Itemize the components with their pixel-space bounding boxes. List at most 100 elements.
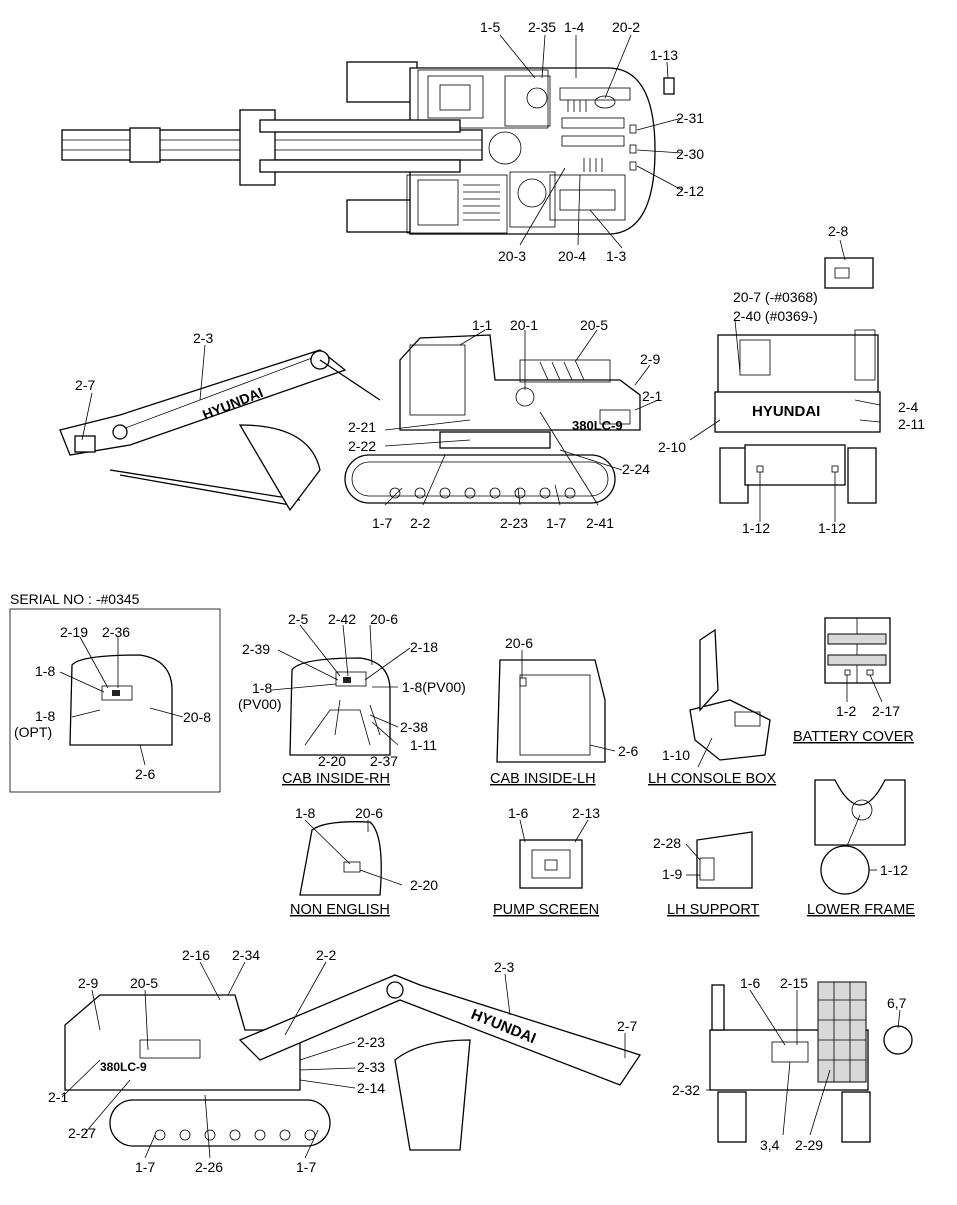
label-bside-1: 2-34 [232,947,260,963]
label-bside-7: 2-23 [357,1034,385,1050]
label-bside-6: 2-7 [617,1018,637,1034]
battery-cover [824,617,891,684]
label-nonen-2: 2-20 [410,877,438,893]
label-side-7: 2-21 [348,419,376,435]
labels-middle-row: 1-8 20-6 2-20 NON ENGLISH 1-6 2-13 PUMP … [290,805,915,918]
labels-rear: 2-8 20-7 (-#0368) 2-40 (#0369-) 2-4 2-11… [658,223,925,536]
label-rear-5: 2-10 [658,439,686,455]
label-lower-0: 1-12 [880,862,908,878]
label-side-14: 2-41 [586,515,614,531]
label-top-5: 2-31 [676,110,704,126]
label-top-8: 20-3 [498,248,526,264]
label-cabrh-0: 2-5 [288,611,308,627]
label-bside-2: 2-2 [316,947,336,963]
label-side-13: 1-7 [546,515,566,531]
label-bside-14: 1-7 [296,1159,316,1175]
label-side-9: 2-24 [622,461,650,477]
label-serial-3: 1-8 [35,708,55,724]
label-serial-6: 2-6 [135,766,155,782]
label-top-1: 2-35 [528,19,556,35]
label-bside-10: 2-1 [48,1089,68,1105]
label-cablh-0: 20-6 [505,635,533,651]
label-cabrh-2: 20-6 [370,611,398,627]
label-rear-1: 20-7 (-#0368) [733,289,818,305]
lower-frame-view [814,779,906,895]
labels-cab-lh: 20-6 2-6 CAB INSIDE-LH [490,635,638,787]
cab-lh [496,659,606,763]
label-pump-1: 2-13 [572,805,600,821]
label-bside-12: 1-7 [135,1159,155,1175]
bottom-rear-view [709,981,913,1143]
label-rear-0: 2-8 [828,223,848,239]
label-brear-2: 6,7 [887,995,907,1011]
label-support-0: 2-28 [653,835,681,851]
label-cabrh-11: 2-37 [370,753,398,769]
label-side-1: 20-1 [510,317,538,333]
caption-non-english: NON ENGLISH [290,902,390,918]
label-side-12: 2-23 [500,515,528,531]
label-bside-3: 2-3 [494,959,514,975]
caption-console: LH CONSOLE BOX [648,771,776,787]
label-serial-2: 1-8 [35,663,55,679]
label-battery-1: 2-17 [872,703,900,719]
label-side-10: 1-7 [372,515,392,531]
label-top-7: 2-12 [676,183,704,199]
brand-text-rear: HYUNDAI [752,403,820,420]
label-top-4: 1-13 [650,47,678,63]
label-bside-13: 2-26 [195,1159,223,1175]
label-cabrh-8: 2-38 [400,719,428,735]
label-side-6: 2-1 [642,388,662,404]
label-top-3: 20-2 [612,19,640,35]
labels-cab-rh: 2-5 2-42 20-6 2-39 2-18 1-8 (PV00) 1-8(P… [238,611,466,787]
label-cabrh-10: 2-20 [318,753,346,769]
caption-battery: BATTERY COVER [793,729,914,745]
console-box [689,628,771,761]
rear-view: HYUNDAI [714,257,881,504]
label-brear-3: 2-32 [672,1082,700,1098]
label-serial-0: 2-19 [60,624,88,640]
label-brear-1: 2-15 [780,975,808,991]
label-serial-5: 20-8 [183,709,211,725]
label-pump-0: 1-6 [508,805,528,821]
label-cabrh-3: 2-39 [242,641,270,657]
label-support-1: 1-9 [662,866,682,882]
label-bside-4: 2-9 [78,975,98,991]
label-rear-6: 1-12 [742,520,770,536]
label-rear-2: 2-40 (#0369-) [733,308,818,324]
caption-pump-screen: PUMP SCREEN [493,902,599,918]
label-top-0: 1-5 [480,19,500,35]
label-side-11: 2-2 [410,515,430,531]
label-top-2: 1-4 [564,19,584,35]
labels-side: 1-1 20-1 20-5 2-3 2-7 2-9 2-1 2-21 2-22 … [75,317,662,531]
label-serial-1: 2-36 [102,624,130,640]
label-side-0: 1-1 [472,317,492,333]
label-rear-4: 2-11 [898,416,925,432]
label-nonen-1: 20-6 [355,805,383,821]
label-bside-8: 2-33 [357,1059,385,1075]
bottom-side-view: 380LC-9 HYUNDAI [64,974,642,1151]
label-console-0: 1-10 [662,747,690,763]
label-side-3: 2-3 [193,330,213,346]
pump-screen-view [519,839,583,889]
label-cabrh-7: 1-8(PV00) [402,679,466,695]
lh-support-view [696,831,753,889]
side-view: HYUNDAI 380LC-9 [59,334,641,512]
caption-lh-support: LH SUPPORT [667,902,760,918]
leader-lines [59,34,901,1159]
label-cabrh-9: 1-11 [410,737,437,753]
labels-bottom-rear: 1-6 2-15 6,7 2-32 3,4 2-29 [672,975,907,1153]
serial-box [9,608,221,793]
labels-console-battery: 1-10 LH CONSOLE BOX 1-2 2-17 BATTERY COV… [648,703,914,787]
label-serial-4: (OPT) [14,724,52,740]
label-cabrh-5: 1-8 [252,680,272,696]
label-bside-0: 2-16 [182,947,210,963]
label-cabrh-6: (PV00) [238,696,282,712]
model-text-bottom: 380LC-9 [100,1060,147,1074]
labels-serial: SERIAL NO : -#0345 2-19 2-36 1-8 1-8 (OP… [10,591,211,782]
label-top-9: 20-4 [558,248,586,264]
cab-rh [289,657,391,756]
label-brear-5: 2-29 [795,1137,823,1153]
label-side-8: 2-22 [348,438,376,454]
